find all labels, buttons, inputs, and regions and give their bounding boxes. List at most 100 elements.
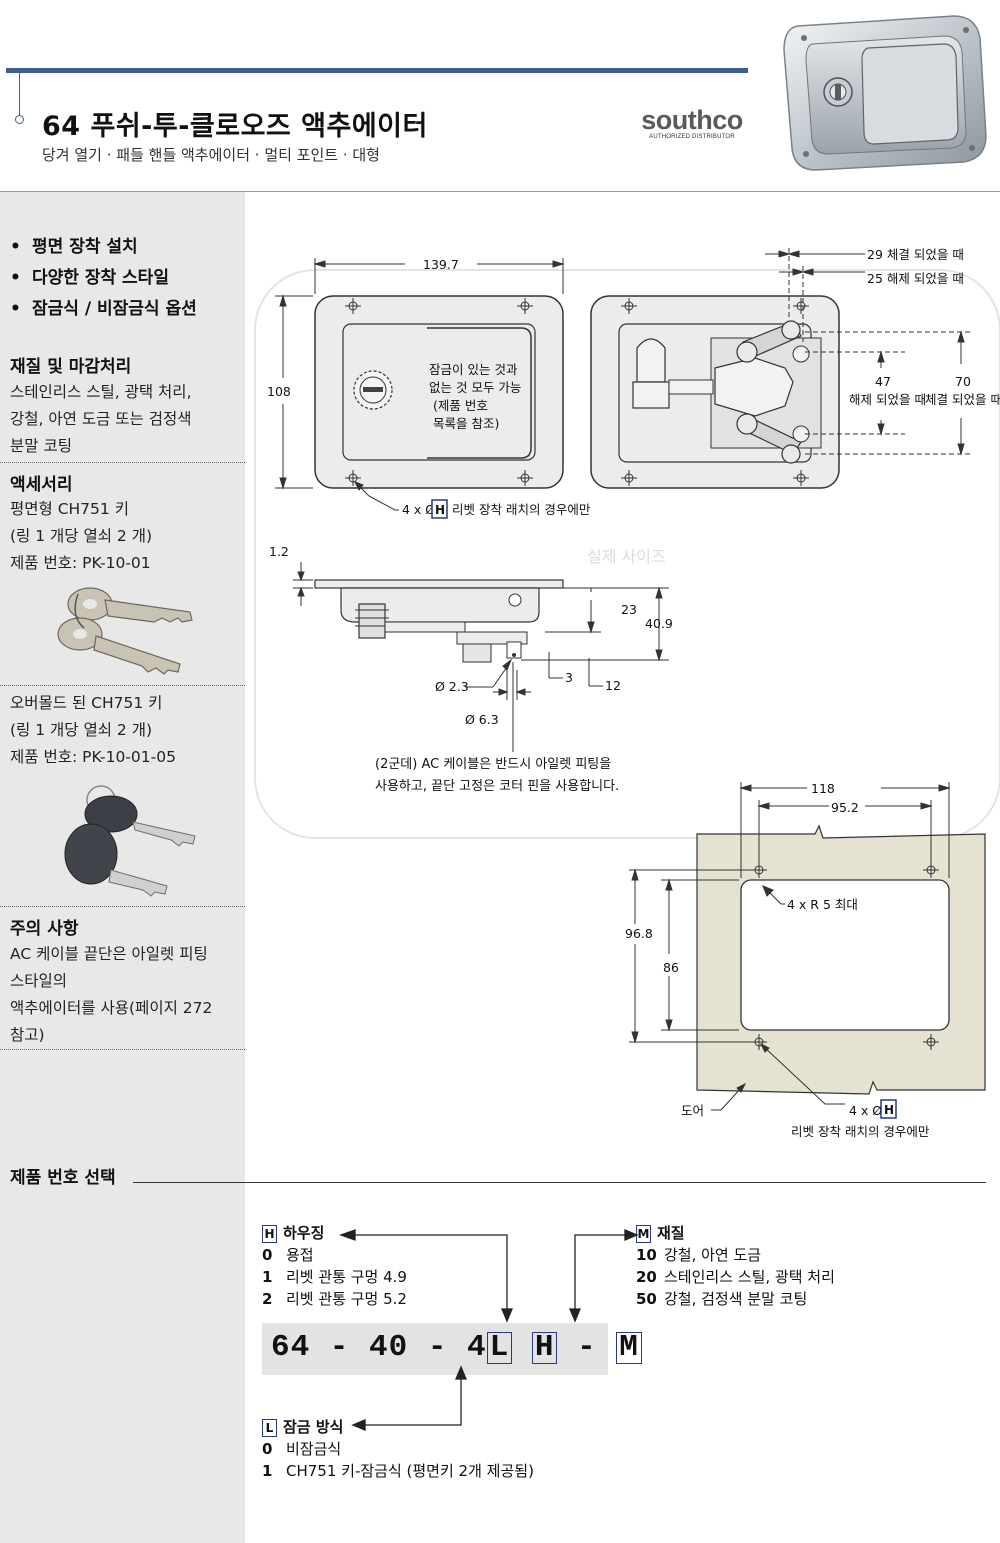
dim-3-label: 3 — [565, 670, 573, 685]
radius-note: 4 x R 5 최대 — [787, 897, 858, 912]
part-number: 64 - 40 - 4L H - M — [271, 1330, 642, 1365]
dim-96-8-label: 96.8 — [625, 926, 653, 941]
divider — [0, 1049, 245, 1050]
sidebar-panel — [0, 192, 245, 1543]
ordering-rule — [133, 1182, 986, 1183]
overmold-key-text: 오버몰드 된 CH751 키 (링 1 개당 열쇠 2 개) 제품 번호: PK… — [10, 694, 176, 766]
h-tag: H — [884, 1103, 894, 1117]
flat-key-text: 평면형 CH751 키 (링 1 개당 열쇠 2 개) 제품 번호: PK-10… — [10, 500, 153, 572]
page-title: 64 푸쉬-투-클로오즈 액추에이터 — [42, 111, 428, 142]
material-heading: 재질 및 마감처리 — [10, 357, 132, 377]
brand-logo: southco AUTHORIZED DISTRIBUTOR — [636, 106, 748, 140]
ordering-arrows — [339, 1229, 639, 1431]
cutout-rivet-prefix: 4 x Ø — [849, 1103, 882, 1118]
notes-text: AC 케이블 끝단은 아일렛 피팅 스타일의 액추에이터를 사용(페이지 272… — [10, 945, 213, 1044]
front-view: 잠금이 있는 것과 없는 것 모두 가능 (제품 번호 목록을 참조) — [314, 295, 564, 489]
lock-note-line: 없는 것 모두 가능 — [429, 380, 521, 395]
feature-item: •다양한 장착 스타일 — [10, 268, 169, 288]
door-label: 도어 — [681, 1103, 704, 1118]
header-rule — [0, 191, 1000, 192]
dim-47-label: 47 — [875, 374, 891, 389]
latch-photo — [783, 15, 987, 171]
accessories-heading: 액세서리 — [10, 475, 73, 495]
rivet-note-suffix: 리벳 장착 래치의 경우에만 — [452, 502, 591, 517]
dim-width-label: 139.7 — [423, 257, 459, 272]
dim-118-label: 118 — [811, 781, 835, 796]
ordering-title: 제품 번호 선택 — [10, 1168, 116, 1188]
watermark: 실제 사이즈 — [587, 547, 666, 566]
material-text: 스테인리스 스틸, 광택 처리, 강철, 아연 도금 또는 검정색 분말 코팅 — [10, 383, 192, 455]
back-view — [590, 295, 840, 489]
brand-sub: AUTHORIZED DISTRIBUTOR — [649, 134, 735, 140]
locking-heading: 잠금 방식 — [283, 1418, 344, 1436]
code-m: M — [616, 1332, 642, 1364]
dim-d2-3-label: Ø 2.3 — [435, 679, 469, 694]
overmold-key-icon — [64, 785, 196, 897]
dim-70-label: 70 — [955, 374, 971, 389]
material-option-heading: 재질 — [657, 1224, 685, 1242]
dim-width — [313, 258, 565, 294]
dim-d6-3-label: Ø 6.3 — [465, 712, 499, 727]
dim-23-label: 23 — [621, 602, 637, 617]
divider — [0, 685, 245, 686]
code-h: H — [531, 1332, 558, 1364]
header-accent-stem — [19, 73, 20, 117]
cable-note-line: 사용하고, 끝단 고정은 코터 핀을 사용합니다. — [375, 779, 619, 794]
housing-tag: H — [262, 1225, 277, 1243]
dim-12-label: 12 — [605, 678, 621, 693]
h-tag-box — [880, 1099, 897, 1119]
dim-diameters — [465, 658, 531, 752]
dim-height — [275, 294, 313, 490]
dim-95-2-label: 95.2 — [831, 800, 859, 815]
dim-height-label: 108 — [267, 384, 291, 399]
dim-47-note: 해제 되었을 때 — [849, 392, 926, 407]
rivet-note-prefix: 4 x Ø — [402, 502, 435, 517]
dim-23-40-9 — [521, 586, 669, 662]
h-tag: H — [435, 503, 445, 517]
part-number-box — [262, 1323, 608, 1375]
dim-25-label: 25 해제 되었을 때 — [867, 271, 964, 286]
dim-1-2 — [293, 562, 313, 606]
header-accent-dot — [15, 115, 24, 124]
page-subtitle: 당겨 열기 · 패들 핸들 액추에이터 · 멀티 포인트 · 대형 — [42, 146, 380, 164]
dim-47-70 — [805, 330, 971, 456]
lock-note-line: 잠금이 있는 것과 — [429, 362, 518, 377]
dimension-drawing: 잠금이 있는 것과 없는 것 모두 가능 (제품 번호 목록을 참조) 139.… — [254, 247, 1000, 1139]
housing-heading: 하우징 — [283, 1224, 325, 1242]
dim-40-9-label: 40.9 — [645, 616, 673, 631]
dim-1-2-label: 1.2 — [269, 544, 289, 559]
h-tag-box — [431, 499, 448, 519]
code-l: L — [486, 1332, 513, 1364]
dim-70-note: 체결 되었을 때 — [925, 392, 1000, 407]
dim-3-12 — [548, 652, 603, 687]
header-accent-bar — [6, 68, 748, 73]
dim-118-95 — [739, 782, 951, 878]
dim-29-25 — [765, 248, 865, 342]
notes-heading: 주의 사항 — [10, 919, 79, 939]
lock-note-line: 목록을 참조) — [433, 416, 499, 431]
drawing-frame — [254, 269, 1000, 839]
feature-item: •잠금식 / 비잠금식 옵션 — [10, 299, 197, 319]
feature-item: •평면 장착 설치 — [10, 237, 138, 257]
side-view — [314, 579, 564, 663]
locking-tag: L — [262, 1419, 277, 1437]
feature-list: •평면 장착 설치 •다양한 장착 스타일 •잠금식 / 비잠금식 옵션 — [10, 232, 197, 325]
dim-86-label: 86 — [663, 960, 679, 975]
cable-note-line: (2군데) AC 케이블은 반드시 아일렛 피팅을 — [375, 757, 611, 772]
flat-key-icon — [57, 587, 193, 675]
divider — [0, 906, 245, 907]
brand-name: southco — [641, 105, 743, 135]
divider — [0, 462, 245, 463]
lock-note-line: (제품 번호 — [433, 398, 488, 413]
material-tag: M — [636, 1225, 651, 1243]
